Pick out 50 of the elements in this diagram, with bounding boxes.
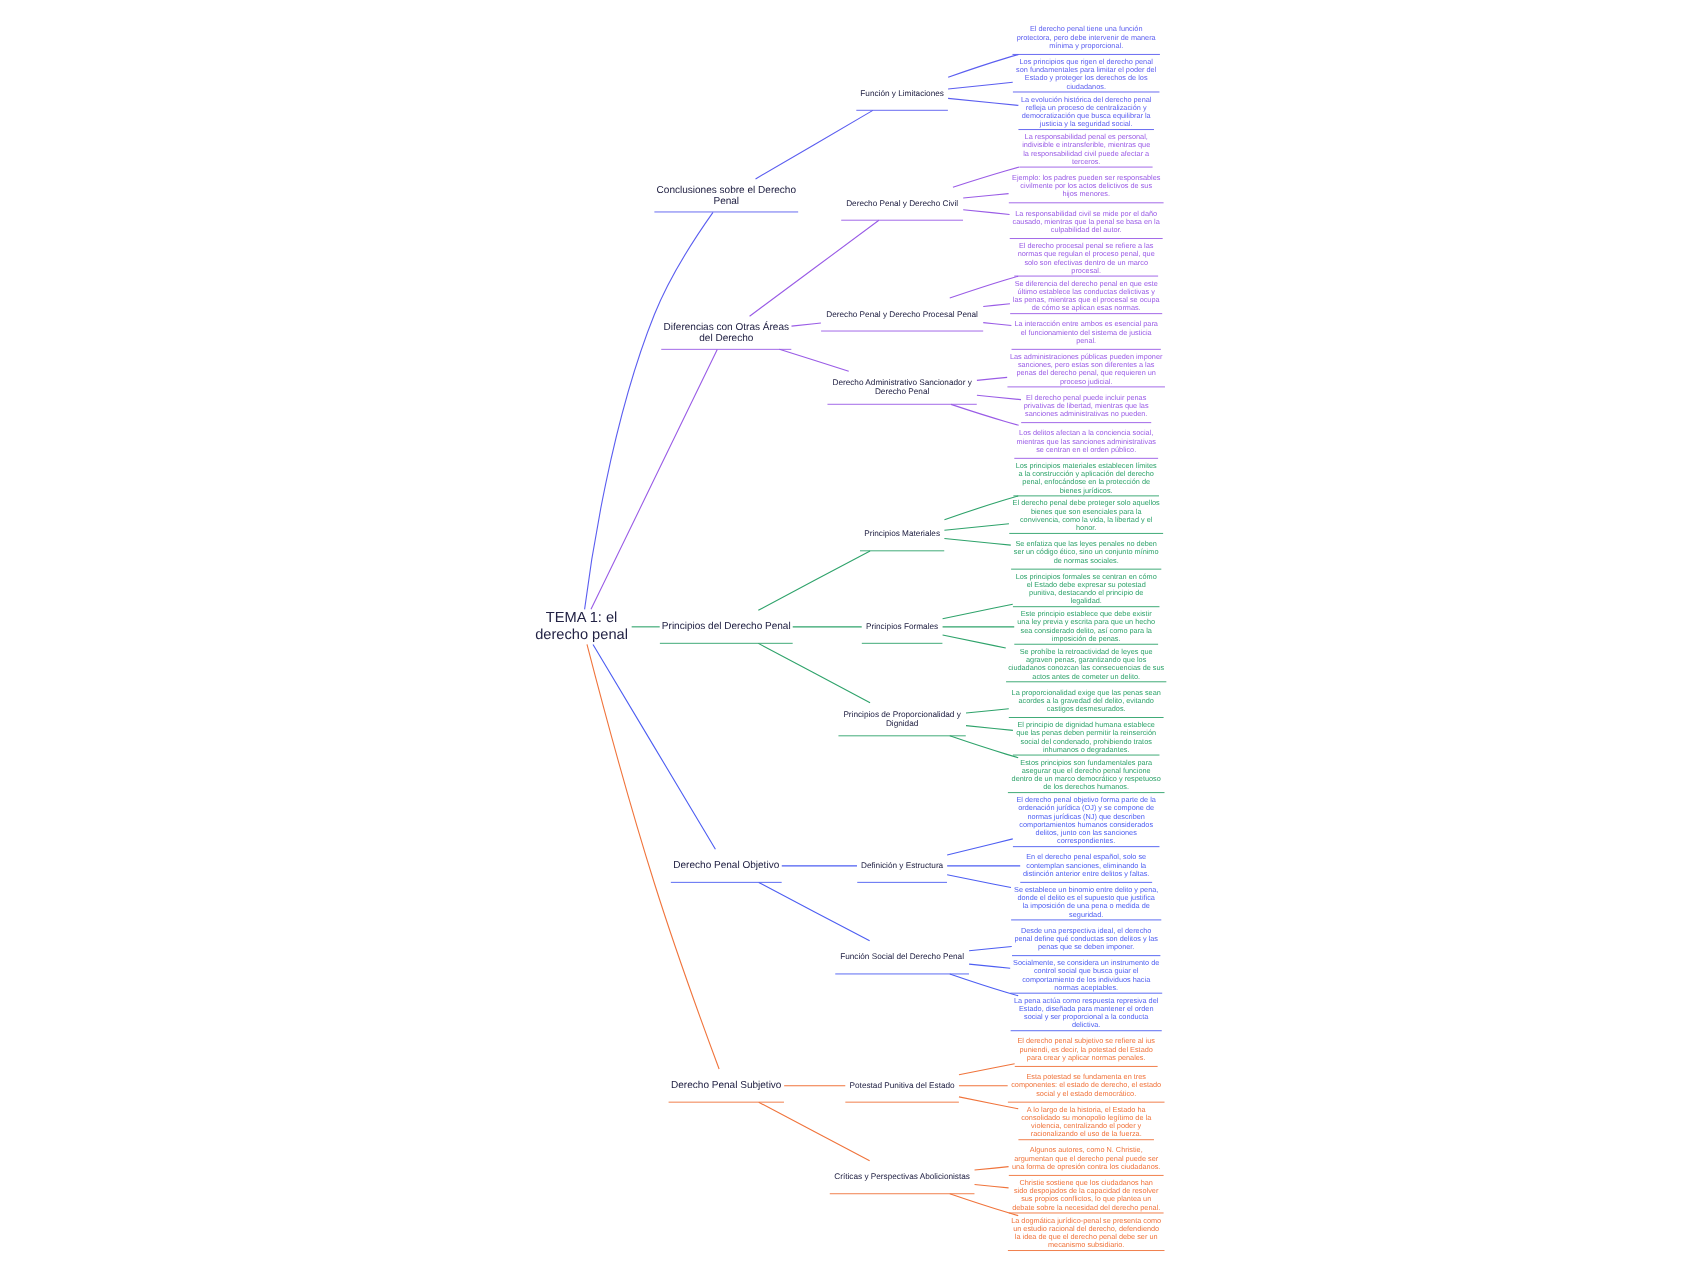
connector	[975, 376, 1007, 381]
connector	[591, 643, 715, 850]
connector	[757, 881, 870, 942]
connector	[585, 643, 719, 1070]
connector	[941, 626, 1014, 628]
connector	[789, 322, 821, 327]
connector	[973, 1183, 1009, 1189]
connector	[946, 53, 1019, 78]
connector	[757, 1101, 870, 1162]
connector	[946, 97, 1018, 106]
connector	[941, 603, 1013, 620]
connector	[777, 348, 849, 372]
connector	[961, 193, 1009, 199]
connector	[791, 626, 862, 628]
connector	[942, 495, 1018, 521]
connector	[973, 1166, 1009, 1171]
connector	[589, 349, 717, 610]
node-text: TEMA 1: el derecho penal	[534, 608, 627, 643]
connector	[948, 275, 1018, 299]
connector	[964, 708, 1009, 714]
connector	[967, 946, 1012, 952]
connector	[941, 634, 1006, 649]
connector	[957, 1096, 1018, 1110]
connector	[948, 1193, 1018, 1217]
connector	[756, 642, 870, 704]
connector	[630, 626, 660, 628]
connector	[748, 219, 879, 317]
connector	[942, 523, 1009, 531]
connector	[754, 109, 873, 180]
connector	[949, 403, 1019, 426]
connector	[967, 963, 1010, 969]
connector	[981, 322, 1011, 326]
connector	[957, 1085, 1008, 1087]
connector	[948, 735, 1018, 759]
connector	[945, 838, 1013, 856]
connector	[782, 1085, 845, 1087]
connector	[756, 550, 870, 611]
connector	[957, 1063, 1015, 1076]
connector	[981, 303, 1010, 308]
connector	[964, 725, 1013, 731]
connector	[951, 166, 1020, 188]
connector	[942, 537, 1011, 546]
connector	[583, 211, 713, 610]
connector	[946, 81, 1013, 90]
connector	[945, 874, 1011, 889]
connector	[948, 973, 1018, 997]
connector	[945, 865, 1020, 867]
connector	[961, 209, 1010, 215]
connector	[975, 394, 1021, 401]
connector	[780, 865, 857, 867]
